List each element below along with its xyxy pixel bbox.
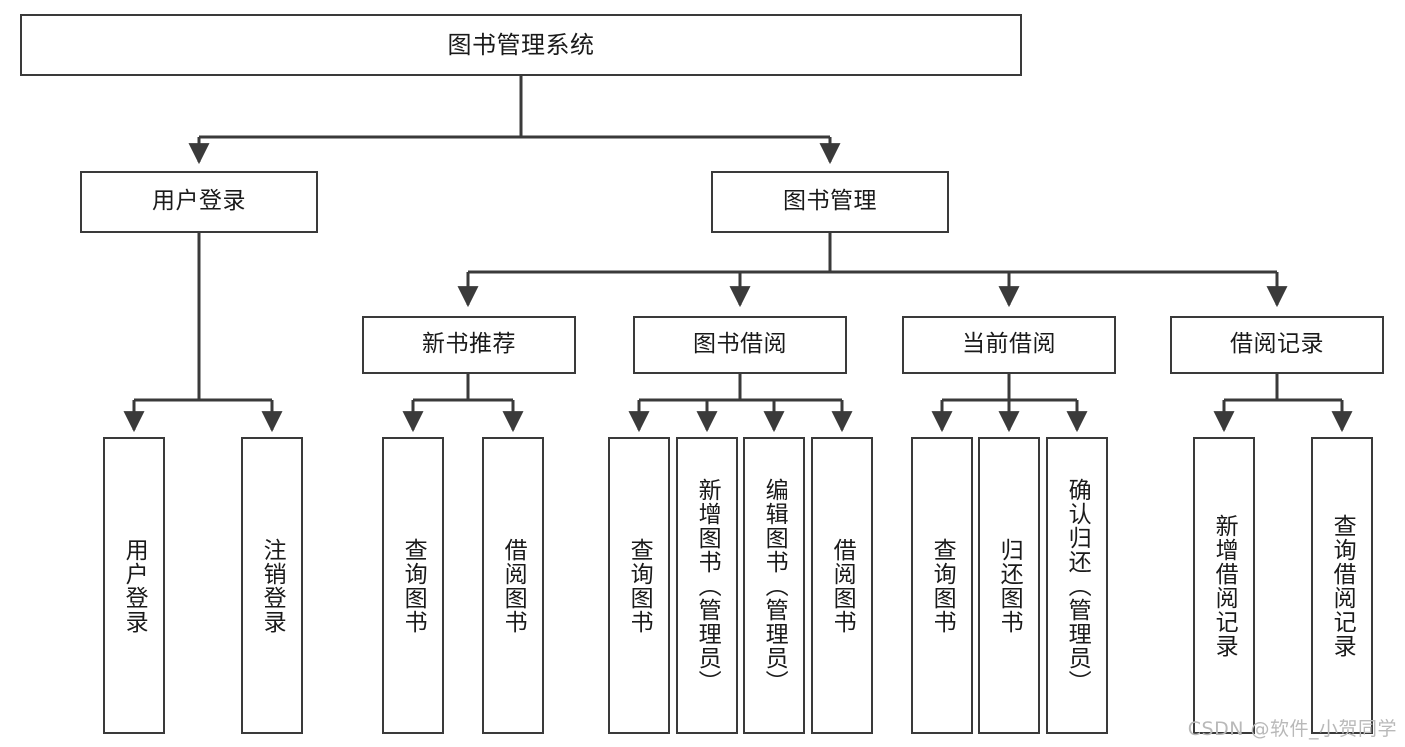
node-label: 借阅记录 — [1230, 331, 1324, 358]
leaf-current-borrow-query-book[interactable]: 查询图书 — [911, 437, 973, 734]
leaf-user-login-logout[interactable]: 注销登录 — [241, 437, 303, 734]
node-label: 借阅图书 — [500, 537, 527, 634]
node-label: 借阅图书 — [829, 537, 856, 634]
node-label: 查询借阅记录 — [1329, 513, 1356, 658]
node-label: 新增图书（管理员） — [694, 477, 721, 694]
node-label: 图书管理 — [783, 188, 877, 215]
node-label: 归还图书 — [996, 537, 1023, 634]
node-label: 用户登录 — [121, 537, 148, 634]
leaf-new-book-borrow-book[interactable]: 借阅图书 — [482, 437, 544, 734]
node-label: 新增借阅记录 — [1211, 513, 1238, 658]
leaf-current-borrow-return-book[interactable]: 归还图书 — [978, 437, 1040, 734]
node-book-borrowing[interactable]: 图书借阅 — [633, 316, 847, 374]
node-borrowing-records[interactable]: 借阅记录 — [1170, 316, 1384, 374]
node-label: 注销登录 — [259, 537, 286, 634]
node-user-login[interactable]: 用户登录 — [80, 171, 318, 233]
leaf-borrow-record-add-record[interactable]: 新增借阅记录 — [1193, 437, 1255, 734]
node-label: 用户登录 — [152, 188, 246, 215]
node-label: 编辑图书（管理员） — [761, 477, 788, 694]
node-root-library-management-system[interactable]: 图书管理系统 — [20, 14, 1022, 76]
node-new-book-recommendation[interactable]: 新书推荐 — [362, 316, 576, 374]
leaf-current-borrow-confirm-return-admin[interactable]: 确认归还（管理员） — [1046, 437, 1108, 734]
leaf-book-borrow-query-book[interactable]: 查询图书 — [608, 437, 670, 734]
node-current-borrowing[interactable]: 当前借阅 — [902, 316, 1116, 374]
leaf-book-borrow-add-book-admin[interactable]: 新增图书（管理员） — [676, 437, 738, 734]
leaf-book-borrow-borrow-book[interactable]: 借阅图书 — [811, 437, 873, 734]
leaf-borrow-record-query-record[interactable]: 查询借阅记录 — [1311, 437, 1373, 734]
node-label: 当前借阅 — [962, 331, 1056, 358]
node-label: 确认归还（管理员） — [1064, 477, 1091, 694]
leaf-new-book-query-book[interactable]: 查询图书 — [382, 437, 444, 734]
node-label: 查询图书 — [400, 537, 427, 634]
node-book-management[interactable]: 图书管理 — [711, 171, 949, 233]
node-label: 查询图书 — [626, 537, 653, 634]
csdn-watermark: CSDN @软件_小贺同学 — [1187, 718, 1397, 740]
node-label: 图书借阅 — [693, 331, 787, 358]
leaf-user-login-login[interactable]: 用户登录 — [103, 437, 165, 734]
node-label: 查询图书 — [929, 537, 956, 634]
leaf-book-borrow-edit-book-admin[interactable]: 编辑图书（管理员） — [743, 437, 805, 734]
node-label: 图书管理系统 — [447, 30, 595, 59]
node-label: 新书推荐 — [422, 331, 516, 358]
